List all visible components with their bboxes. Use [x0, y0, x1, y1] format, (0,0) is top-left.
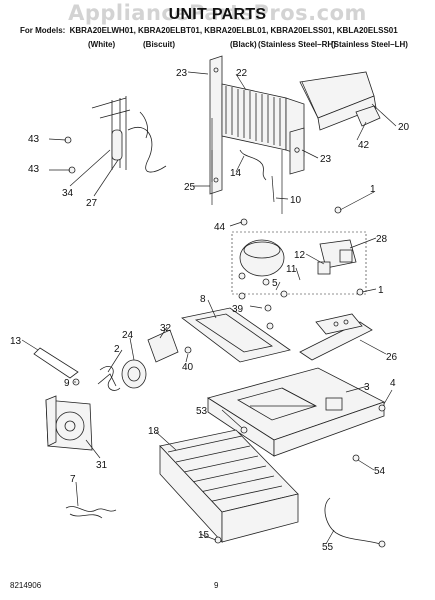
document-number: 8214906	[10, 581, 42, 590]
callout-11: 11	[286, 264, 297, 275]
callout-8: 8	[200, 294, 206, 305]
fan-blade-drawing	[97, 366, 121, 391]
compressor-assembly-drawing	[231, 218, 367, 330]
callout-20: 20	[398, 122, 410, 133]
callout-34: 34	[62, 188, 74, 199]
callout-39: 39	[232, 304, 244, 315]
callout-15: 15	[198, 530, 210, 541]
callout-4: 4	[390, 378, 396, 389]
condenser-coil-drawing	[209, 55, 305, 214]
fan-motor-drawing	[121, 329, 192, 389]
bracket-drawing	[355, 105, 381, 127]
page-number: 9	[214, 581, 219, 590]
callout-27: 27	[86, 198, 98, 209]
callout-7: 7	[70, 474, 76, 485]
callout-28: 28	[376, 234, 388, 245]
callout-10: 10	[290, 195, 302, 206]
wire-7-drawing	[65, 506, 117, 519]
screw-1-upper-drawing	[334, 206, 342, 214]
callout-43: 43	[28, 164, 40, 175]
callout-18: 18	[148, 426, 160, 437]
page-title: UNIT PARTS	[168, 6, 267, 23]
callout-54: 54	[374, 466, 386, 477]
callout-42: 42	[358, 140, 370, 151]
screw-54-drawing	[352, 454, 360, 462]
models-list-text: KBRA20ELWH01, KBRA20ELBT01, KBRA20ELBL01…	[69, 26, 398, 35]
color-label-white: (White)	[88, 40, 116, 49]
bracket-26-drawing	[299, 313, 373, 361]
callout-53: 53	[196, 406, 208, 417]
drier-tube-assembly-drawing	[91, 96, 167, 173]
callout-25: 25	[184, 182, 196, 193]
tube-13-drawing	[33, 347, 79, 379]
callout-40: 40	[182, 362, 194, 373]
model-list: For Models: KBRA20ELWH01, KBRA20ELBT01, …	[20, 26, 420, 35]
callout-3: 3	[364, 382, 370, 393]
callout-32: 32	[160, 323, 172, 334]
color-label-ss-lh: (Stainless Steel–LH)	[331, 40, 408, 49]
color-label-ss-rh: (Stainless Steel–RH)	[258, 40, 336, 49]
leader-lines	[21, 71, 397, 545]
color-label-biscuit: (Biscuit)	[143, 40, 175, 49]
callout-22: 22	[236, 68, 248, 79]
models-prefix: For Models:	[20, 26, 66, 35]
callout-1: 1	[378, 285, 384, 296]
callout-23: 23	[320, 154, 332, 165]
callout-5: 5	[272, 278, 278, 289]
callout-13: 13	[10, 336, 22, 347]
callout-9: 9	[64, 378, 70, 389]
callout-26: 26	[386, 352, 398, 363]
tube-55-drawing	[324, 497, 386, 548]
callout-12: 12	[294, 250, 306, 261]
callout-1: 1	[370, 184, 376, 195]
callout-24: 24	[122, 330, 134, 341]
callout-55: 55	[322, 542, 334, 553]
color-label-black: (Black)	[230, 40, 257, 49]
evaporator-coil-drawing	[159, 429, 299, 544]
wires-drawing	[211, 149, 275, 205]
watermark: AppliancePartsPros.com	[68, 1, 367, 25]
callout-43: 43	[28, 134, 40, 145]
mounting-plate-drawing	[289, 127, 305, 175]
shroud-drawing	[299, 71, 377, 131]
callout-31: 31	[96, 460, 108, 471]
callout-23: 23	[176, 68, 188, 79]
callout-14: 14	[230, 168, 242, 179]
callout-44: 44	[214, 222, 226, 233]
callout-2: 2	[114, 344, 120, 355]
drain-channel-drawing	[181, 307, 291, 363]
fan-shroud-drawing	[45, 395, 93, 451]
